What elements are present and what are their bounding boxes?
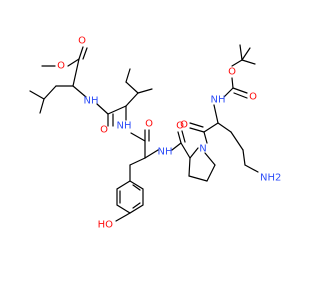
bond-pro-alpha — [180, 142, 191, 159]
atom-amide-o-1: O — [100, 125, 108, 136]
bond-tyr-n — [144, 149, 159, 159]
ring-double-1 — [132, 184, 141, 191]
bond-ile-cd — [125, 68, 131, 83]
bond-ester-alpha — [72, 58, 80, 87]
ring-pro-cb-cg — [188, 175, 208, 182]
bond-pro-co — [177, 131, 182, 144]
bond-lys-n — [213, 104, 219, 124]
bond-leu-cd1 — [29, 90, 45, 100]
bond-boc-co — [232, 87, 248, 94]
bond-boc-co-double — [233, 92, 248, 99]
atom-ester-o-single: O — [57, 61, 65, 72]
bond-ile-cb — [125, 92, 139, 107]
atom-amide-o-2: O — [145, 119, 153, 130]
atom-amine-nh2: NH2 — [260, 173, 281, 184]
atom-amide-nh-1: NH — [84, 96, 99, 107]
atom-amide-o-4: O — [180, 120, 188, 131]
bond-pro-n-lys-c — [203, 131, 208, 144]
bond-n-pro-c — [171, 142, 182, 151]
bond-lys-cg — [230, 131, 244, 151]
ring-double-2 — [132, 202, 141, 209]
atom-boc-o-single: O — [228, 67, 236, 78]
atom-labels: O O NH O NH O NH O N O NH O O NH2 HO — [57, 36, 281, 231]
atom-amide-nh-3: NH — [158, 147, 173, 158]
bond-n-tyr-c — [130, 132, 146, 142]
bond-boc-n-c — [223, 87, 234, 98]
peptide-structure-diagram: O O NH O NH O NH O N O NH O O NH2 HO — [29, 36, 281, 231]
bond-lys-alpha — [203, 122, 219, 133]
bond-phenol — [115, 212, 131, 222]
bond-boc-o-tbu — [231, 59, 243, 67]
atom-ester-o-carbonyl: O — [78, 36, 86, 47]
bond-tbu-3 — [241, 47, 251, 61]
bond-pro-co-double — [181, 130, 186, 143]
bond-leu-cg — [43, 85, 57, 100]
ring-pro-cd-n — [204, 152, 216, 166]
bond-n-ile-c — [96, 103, 109, 115]
bond-ester-co-double — [82, 47, 88, 60]
bond-leu-n — [72, 85, 87, 98]
atom-phenol-ho: HO — [98, 220, 114, 231]
bond-leu-cd2 — [39, 98, 45, 114]
bond-lys-cd — [242, 149, 246, 166]
bond-ester-o — [67, 58, 80, 67]
atom-amide-nh-2: NH — [117, 121, 132, 132]
ring-pro-ca-cb — [188, 157, 191, 177]
ring-pro-ca-n — [189, 147, 199, 159]
tyrosine-ring — [116, 180, 144, 214]
bond-lys-co — [189, 127, 205, 133]
bond-lines — [29, 44, 259, 222]
bond-ester-co — [78, 46, 84, 60]
bond-lys-co-double — [189, 122, 204, 128]
bond-tbu-1 — [241, 59, 256, 65]
ring-pro-cg-cd — [206, 164, 216, 182]
bond-lys-ce — [244, 164, 259, 173]
bond-ile-cg2 — [137, 88, 153, 94]
bond-tyr-cb — [129, 157, 146, 166]
bond-boc-c-o — [231, 77, 234, 89]
atom-pyrrolidine-n: N — [199, 144, 206, 155]
atom-boc-nh: NH — [211, 95, 226, 106]
atom-boc-o-carbonyl: O — [249, 92, 257, 103]
atom-amide-o-3: O — [176, 121, 184, 132]
bond-ile-alpha — [107, 105, 127, 115]
bond-ile-cg1 — [125, 81, 139, 94]
bond-lys-cb — [217, 122, 232, 133]
bond-tbu-2 — [239, 44, 243, 61]
